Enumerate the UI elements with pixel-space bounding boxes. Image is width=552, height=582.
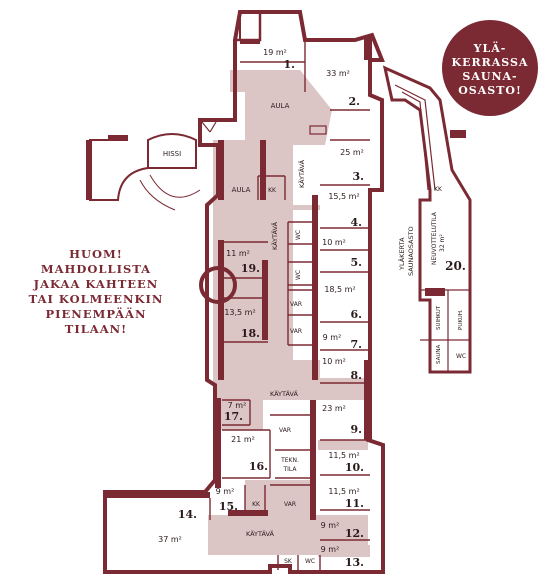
space-labels: AULA AULA KK HISSI KÄYTÄVÄ KÄYTÄVÄ KÄYTÄ… — [163, 102, 466, 565]
room-12-number: 12. — [345, 527, 364, 540]
label-sauna: SAUNA — [436, 345, 442, 364]
room-17-area: 7 m² — [228, 401, 247, 410]
room-5-number: 5. — [351, 256, 362, 269]
label-neuvottelutila: NEUVOTTELUTILA — [431, 211, 438, 265]
label-kaytava-h2: KÄYTÄVÄ — [246, 529, 275, 538]
label-pukuh: PUKUH. — [458, 309, 464, 330]
room-13-number: 13. — [345, 556, 364, 569]
room-15-number: 15. — [219, 500, 238, 513]
room-2-area: 33 m² — [326, 69, 350, 78]
label-sk: SK — [284, 558, 293, 565]
room-1-number: 1. — [284, 58, 295, 71]
room-3-number: 3. — [353, 170, 364, 183]
room-labels: 19 m² 1. 33 m² 2. 25 m² 3. 15,5 m² 4. 10… — [158, 48, 466, 569]
sauna-badge: YLÄ- KERRASSA SAUNA- OSASTO! — [442, 20, 538, 116]
label-wc-1: WC — [295, 230, 302, 240]
note-line-2: MAHDOLLISTA — [41, 262, 151, 276]
room-11-number: 11. — [345, 497, 364, 510]
note-line-6: TILAAN! — [65, 322, 127, 336]
label-ylakerta-2: SAUNAOSASTO — [407, 226, 415, 276]
door-arrows — [201, 121, 327, 135]
label-ylakerta-1: YLÄKERTA — [397, 237, 406, 271]
note-line-4: TAI KOLMEENKIN — [29, 292, 164, 306]
label-var-4: VAR — [284, 501, 296, 508]
badge-line-1: YLÄ- — [473, 41, 507, 55]
room-12-area: 9 m² — [321, 521, 340, 530]
room-15-area: 9 m² — [216, 487, 235, 496]
corridor-areas — [208, 70, 370, 557]
label-kk-2: KK — [252, 501, 261, 508]
room-13-area: 9 m² — [321, 545, 340, 554]
room-9-number: 9. — [351, 423, 362, 436]
room-17-number: 17. — [224, 410, 243, 423]
label-var-2: VAR — [290, 328, 302, 335]
room-3-area: 25 m² — [340, 148, 364, 157]
room-2-number: 2. — [349, 95, 360, 108]
room-14-area: 37 m² — [158, 535, 182, 544]
room-6-area: 18,5 m² — [324, 285, 355, 294]
building-walls — [103, 10, 385, 574]
badge-line-4: OSASTO! — [458, 84, 522, 97]
label-kaytava-v2: KÄYTÄVÄ — [270, 221, 279, 250]
room-11-area: 11,5 m² — [328, 487, 359, 496]
label-kaytava-h1: KÄYTÄVÄ — [270, 389, 299, 398]
label-tekn-2: TILA — [282, 466, 297, 473]
room-19-number: 19. — [241, 262, 260, 275]
room-18-number: 18. — [241, 327, 260, 340]
room-20-number: 20. — [445, 259, 466, 273]
note-line-1: HUOM! — [69, 247, 123, 261]
room-10-area: 11,5 m² — [328, 451, 359, 460]
room-10-number: 10. — [345, 461, 364, 474]
room-4-number: 4. — [351, 216, 362, 229]
room-6-number: 6. — [351, 308, 362, 321]
label-neuvottelutila-area: 32 m² — [439, 234, 446, 252]
badge-line-3: SAUNA- — [462, 70, 517, 83]
label-wc-2: WC — [295, 270, 302, 280]
label-kk-1: KK — [268, 187, 277, 194]
label-hissi: HISSI — [163, 150, 181, 158]
label-kaytava-v1: KÄYTÄVÄ — [297, 159, 306, 188]
elevator-stair — [86, 133, 237, 304]
label-aula-mid: AULA — [232, 186, 251, 194]
label-var-3: VAR — [279, 427, 291, 434]
room-1-area: 19 m² — [263, 48, 287, 57]
note-line-3: JAKAA KAHTEEN — [33, 277, 159, 291]
note-line-5: PIENEMPÄÄN — [46, 307, 147, 321]
note-text: HUOM! MAHDOLLISTA JAKAA KAHTEEN TAI KOLM… — [29, 247, 164, 336]
room-16-number: 16. — [249, 460, 268, 473]
room-4-area: 15,5 m² — [328, 192, 359, 201]
room-18-area: 13,5 m² — [224, 308, 255, 317]
label-wc-3: WC — [305, 558, 315, 565]
room-19-area: 11 m² — [226, 249, 250, 258]
label-tekn-1: TEKN. — [280, 457, 299, 464]
label-suihkut: SUIHKUT — [436, 305, 442, 330]
label-aula-top: AULA — [271, 102, 290, 110]
room-7-area: 9 m² — [323, 333, 342, 342]
room-14-number: 14. — [178, 508, 197, 521]
room-9-area: 23 m² — [322, 404, 346, 413]
room-7-number: 7. — [351, 338, 362, 351]
room-8-number: 8. — [351, 369, 362, 382]
badge-line-2: KERRASSA — [452, 56, 529, 69]
label-var-1: VAR — [290, 301, 302, 308]
label-wc-4: WC — [456, 353, 466, 360]
room-8-area: 10 m² — [322, 357, 346, 366]
label-kk-3: KK — [434, 186, 443, 193]
room-16-area: 21 m² — [231, 435, 255, 444]
partitions — [209, 40, 370, 570]
room-5-area: 10 m² — [322, 238, 346, 247]
sauna-wing — [382, 65, 472, 374]
